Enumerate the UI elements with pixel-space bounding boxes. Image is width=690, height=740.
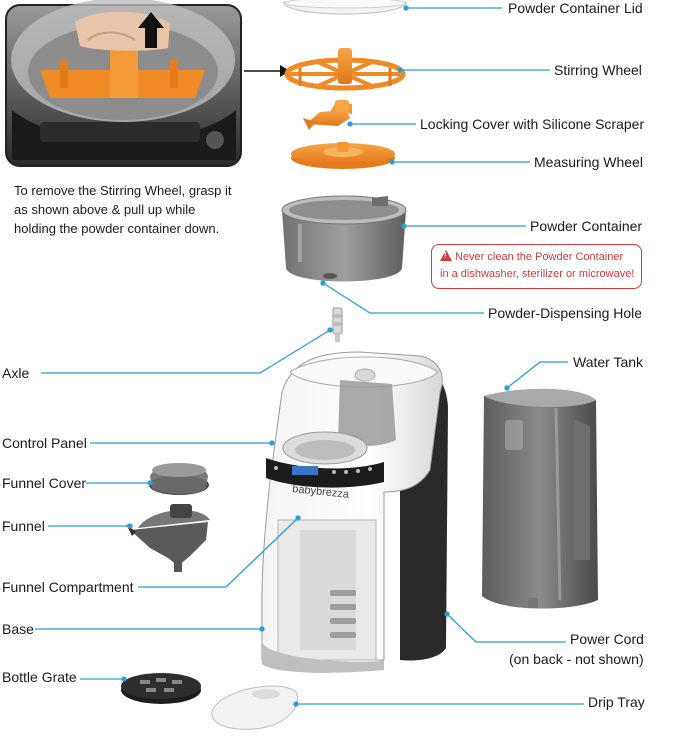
powder-container-part — [281, 195, 407, 282]
instruction-line: holding the powder container down. — [14, 221, 220, 236]
label-bottle-grate: Bottle Grate — [2, 669, 77, 685]
locking-cover — [303, 100, 352, 130]
label-axle: Axle — [2, 365, 30, 381]
label-powder-container: Powder Container — [530, 218, 643, 234]
label-funnel-cover: Funnel Cover — [2, 475, 87, 491]
bottle-grate-part — [121, 673, 201, 704]
drip-tray-part — [211, 685, 299, 730]
warning-text: Never clean the Powder Container — [455, 251, 624, 263]
warning-text: in a dishwasher, sterilizer or microwave… — [440, 268, 635, 280]
pointer-arrow — [244, 65, 290, 77]
label-funnel-compartment: Funnel Compartment — [2, 579, 134, 595]
warning-icon — [440, 250, 452, 261]
instruction-line: as shown above & pull up while — [14, 202, 196, 217]
label-control-panel: Control Panel — [2, 435, 87, 451]
axle-part — [331, 307, 344, 342]
label-funnel: Funnel — [2, 518, 45, 534]
warning-box: Never clean the Powder Container in a di… — [431, 244, 642, 289]
label-power-cord-note: (on back - not shown) — [509, 651, 644, 667]
measuring-wheel — [291, 142, 395, 169]
label-drip-tray: Drip Tray — [588, 694, 645, 710]
label-measuring-wheel: Measuring Wheel — [534, 154, 643, 170]
instruction-note: To remove the Stirring Wheel, grasp it a… — [14, 181, 254, 238]
label-water-tank: Water Tank — [573, 354, 644, 370]
funnel-part — [126, 504, 210, 572]
leader-lines — [35, 5, 584, 707]
label-locking-cover: Locking Cover with Silicone Scraper — [420, 116, 645, 132]
stirring-wheel — [284, 48, 406, 91]
label-power-cord: Power Cord — [570, 631, 644, 647]
inset-photo — [5, 0, 242, 167]
label-base: Base — [2, 621, 34, 637]
label-stirring-wheel: Stirring Wheel — [554, 62, 642, 78]
powder-container-lid — [283, 0, 407, 15]
label-powder-dispensing-hole: Powder-Dispensing Hole — [488, 305, 643, 321]
label-powder-container-lid: Powder Container Lid — [508, 0, 643, 16]
funnel-cover-part — [149, 463, 209, 495]
formula-machine-body: babybrezza — [261, 351, 448, 673]
instruction-line: To remove the Stirring Wheel, grasp it — [14, 183, 232, 198]
water-tank-part — [482, 388, 598, 609]
